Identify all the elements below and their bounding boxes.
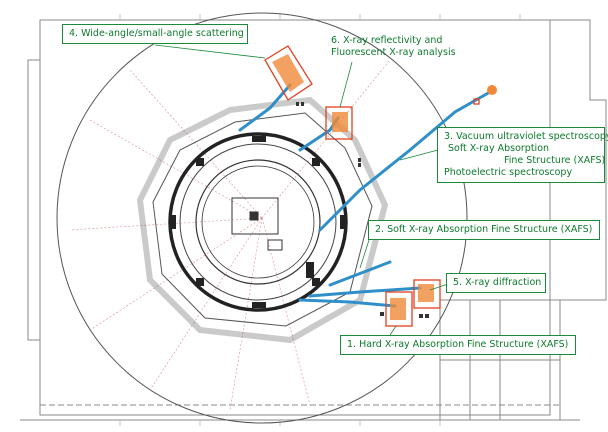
experimental-hutches [264, 45, 497, 327]
label-text: 6. X-ray reflectivity and [331, 35, 443, 46]
label-xray-reflectivity: 6. X-ray reflectivity and Fluorescent X-… [325, 32, 495, 62]
label-text: 5. X-ray diffraction [453, 277, 542, 288]
beamline-3 [318, 90, 492, 232]
building-outline [20, 19, 607, 421]
label-wide-small-angle-scattering: 4. Wide-angle/small-angle scattering [62, 24, 248, 44]
storage-ring-inner [179, 143, 337, 301]
hutch-4 [264, 45, 313, 101]
border-ticks [119, 14, 521, 426]
beamlines [238, 83, 492, 308]
label-text: Fine Structure (XAFS) [504, 155, 606, 166]
beamline-1 [298, 298, 397, 308]
ring-magnets [170, 136, 346, 308]
hutch-3-end [473, 85, 497, 105]
label-text: 4. Wide-angle/small-angle scattering [69, 28, 244, 39]
label-hard-xray-xafs: 1. Hard X-ray Absorption Fine Structure … [340, 335, 576, 355]
experimental-hall-circle [56, 12, 468, 424]
label-text: 2. Soft X-ray Absorption Fine Structure … [375, 224, 593, 235]
hutch-1 [385, 291, 413, 327]
label-text: 1. Hard X-ray Absorption Fine Structure … [347, 339, 569, 350]
leader-lines [154, 44, 449, 336]
beamline-5 [308, 286, 422, 298]
label-text: 3. Vacuum ultraviolet spectroscopy [444, 131, 608, 142]
booster-ring [195, 159, 321, 285]
shield-wall-inner [152, 112, 373, 327]
label-xray-diffraction: 5. X-ray diffraction [446, 273, 546, 293]
label-soft-xray-xafs: 2. Soft X-ray Absorption Fine Structure … [368, 220, 600, 240]
label-vacuum-uv-spectroscopy: 3. Vacuum ultraviolet spectroscopy Soft … [437, 127, 608, 183]
hutch-5 [413, 279, 441, 309]
linac-block [231, 197, 283, 251]
label-text: Fluorescent X-ray analysis [331, 47, 456, 58]
hutch-6 [325, 106, 353, 140]
label-text: Photoelectric spectroscopy [444, 167, 573, 178]
booster-ring-inner [201, 165, 315, 279]
beamline-2 [328, 260, 392, 287]
label-text: Soft X-ray Absorption [448, 143, 550, 154]
small-equipment [296, 102, 429, 318]
